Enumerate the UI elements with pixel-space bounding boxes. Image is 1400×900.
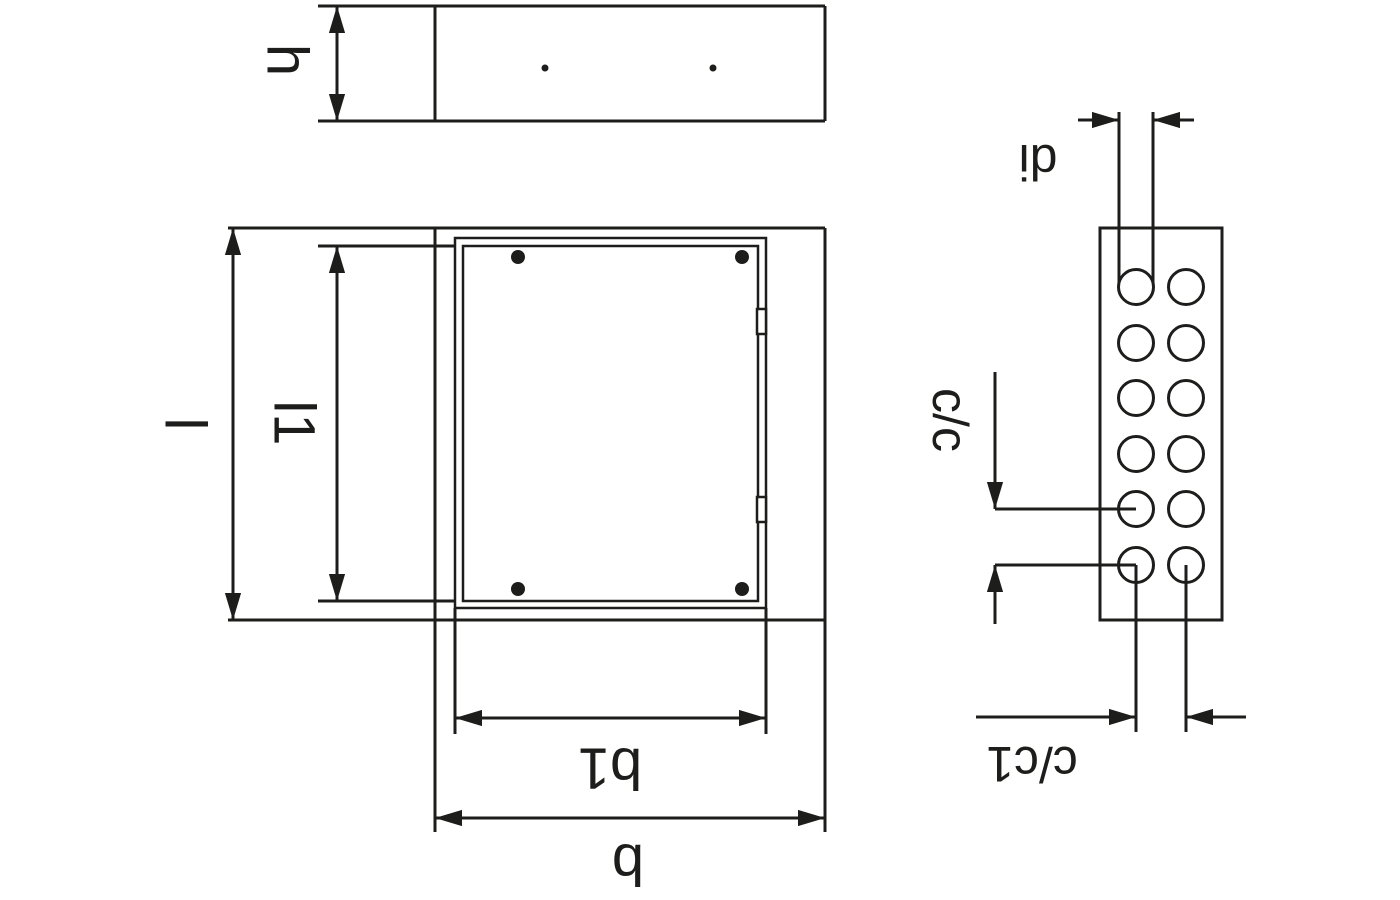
cable-hole xyxy=(1167,379,1205,417)
plan-inner-frame-inner xyxy=(461,244,760,603)
dim-label-cc1: c/c1 xyxy=(986,736,1078,792)
dim-label-l: l xyxy=(153,418,218,431)
cable-hole xyxy=(1117,379,1155,417)
hole-plate-outline xyxy=(1098,226,1224,622)
cable-hole xyxy=(1167,490,1205,528)
cable-hole xyxy=(1167,324,1205,362)
cable-hole xyxy=(1167,268,1205,306)
dimension-cc: c/c xyxy=(922,372,1136,624)
dim-label-di: di xyxy=(1019,134,1058,190)
side-latch-mark xyxy=(755,307,768,336)
dim-label-cc: c/c xyxy=(922,388,978,452)
hole-grid xyxy=(1117,268,1205,584)
dim-label-l1: l1 xyxy=(262,400,327,445)
cable-hole xyxy=(1117,435,1155,473)
corner-screw-dot xyxy=(511,582,525,596)
dimension-di: di xyxy=(1019,111,1194,190)
hole-pattern-view: di c/c c/c1 xyxy=(922,111,1246,792)
plan-view: l l1 b1 b xyxy=(153,226,827,897)
dimension-b1: b1 xyxy=(453,608,768,801)
dimension-l1: l1 xyxy=(262,244,455,603)
cable-hole xyxy=(1117,268,1155,306)
dim-label-h: h xyxy=(255,44,320,76)
dimension-b: b xyxy=(435,809,825,897)
dimension-cc1: c/c1 xyxy=(976,565,1246,792)
dimension-h: h xyxy=(255,5,346,121)
side-latch-mark xyxy=(755,495,768,524)
dimension-l: l xyxy=(153,228,242,620)
corner-screw-dot xyxy=(511,250,525,264)
dim-label-b1: b1 xyxy=(578,736,643,801)
side-view: h xyxy=(255,4,827,123)
corner-screw-dot xyxy=(735,250,749,264)
dim-label-b: b xyxy=(612,832,644,897)
cable-hole xyxy=(1167,435,1205,473)
screw-hole-dot xyxy=(541,64,549,72)
screw-hole-dot xyxy=(709,64,717,72)
cable-hole xyxy=(1117,324,1155,362)
corner-screw-dot xyxy=(735,582,749,596)
